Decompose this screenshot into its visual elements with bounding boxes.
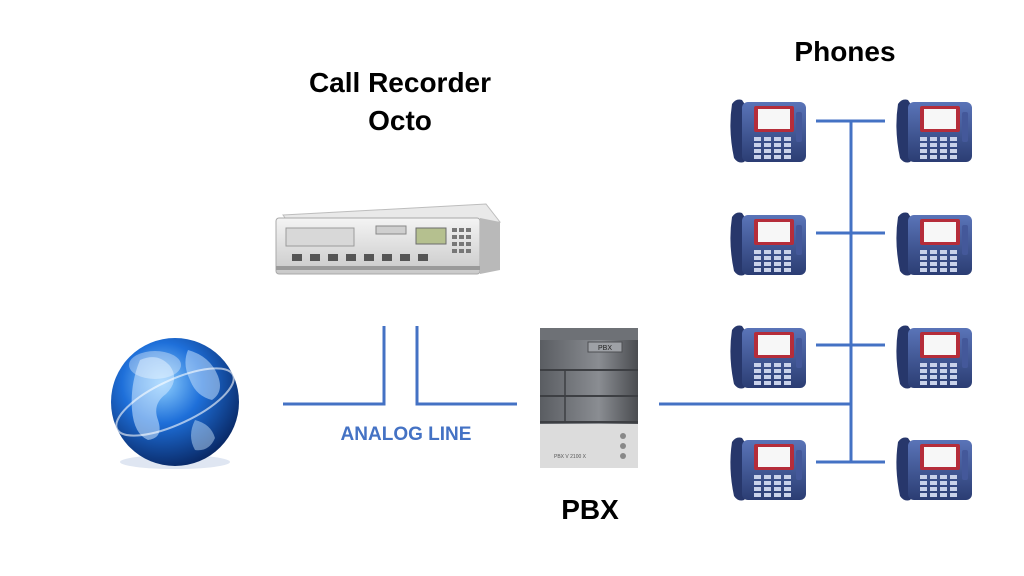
globe-icon: [111, 338, 239, 469]
desk-phone-icon: [730, 325, 806, 389]
line-recorder-to-pbx: [415, 326, 517, 406]
call-recorder-device: [275, 203, 501, 275]
desk-phone-icon: [896, 99, 972, 163]
desk-phone-icon: [896, 212, 972, 276]
call-recorder-title-line2: Octo: [368, 105, 432, 136]
call-recorder-title-line1: Call Recorder: [308, 67, 492, 98]
desk-phone-icon: [730, 437, 806, 501]
desk-phone-icon: [730, 99, 806, 163]
pbx-model-label: PBX V 2100 X: [554, 454, 587, 460]
phones-group: [730, 99, 972, 501]
connection-lines: [283, 119, 885, 464]
pbx-device: PBX PBX V 2100 X: [540, 328, 638, 468]
desk-phone-icon: [896, 325, 972, 389]
desk-phone-icon: [730, 212, 806, 276]
call-recorder-title: Call Recorder Octo: [270, 64, 530, 140]
phones-title: Phones: [794, 36, 896, 67]
pbx-badge: PBX: [598, 345, 612, 352]
line-globe-to-recorder: [283, 326, 386, 406]
pbx-title: PBX: [561, 494, 619, 525]
desk-phone-icon: [896, 437, 972, 501]
analog-line-label: ANALOG LINE: [340, 424, 472, 445]
